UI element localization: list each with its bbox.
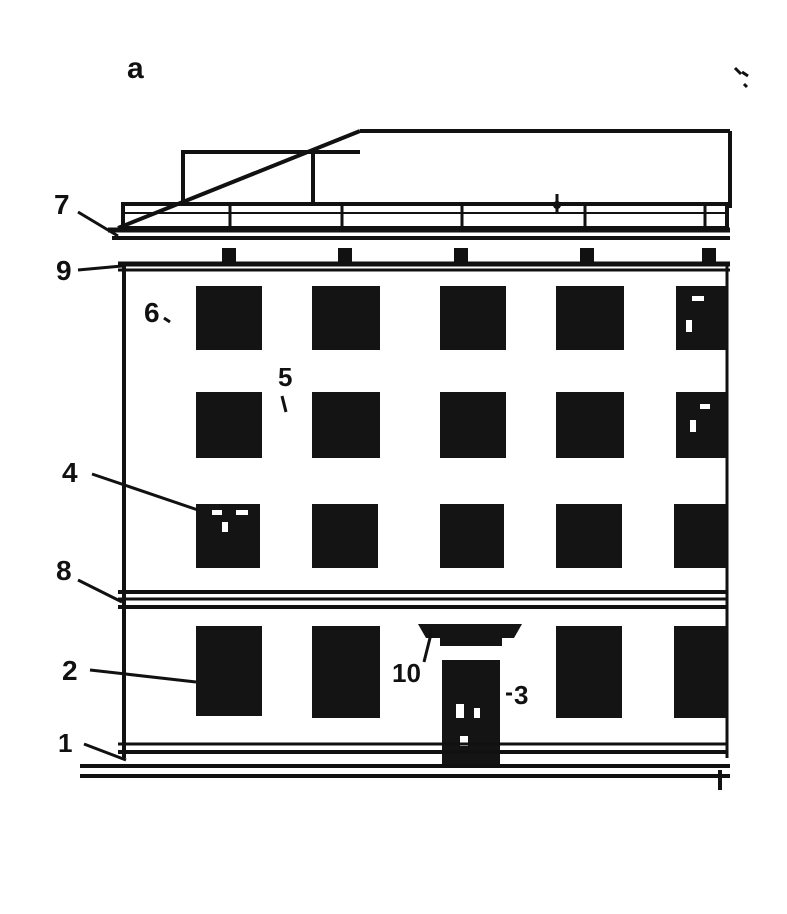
window [312,626,380,718]
window [312,286,380,350]
callout-7: 7 [54,189,70,220]
window [676,392,726,458]
cornice [108,227,730,240]
window [196,504,260,568]
speck-mark [733,66,749,89]
window [440,504,504,568]
upper-windows [196,286,726,568]
callout-9: 9 [56,255,72,286]
parapet-railing [121,194,729,230]
cornice-brackets [222,248,716,262]
callout-3: 3 [514,680,528,710]
window [196,286,262,350]
window [674,504,726,568]
callout-4: 4 [62,457,78,488]
callout-labels: 1 2 3 4 5 6 7 8 9 10 [54,189,528,758]
callout-2: 2 [62,655,78,686]
ground-floor-windows [196,626,726,718]
callout-8: 8 [56,555,72,586]
window [556,286,624,350]
window [312,392,380,458]
callout-6: 6 [144,297,160,328]
callout-5: 5 [278,362,292,392]
window [312,504,378,568]
window [556,504,622,568]
window [440,392,506,458]
frieze-band [118,261,730,272]
window [440,286,506,350]
window [556,626,622,718]
callout-1: 1 [58,728,72,758]
callout-leaders [77,210,512,762]
window [196,626,262,716]
plinth-base [80,742,730,790]
window-frame-details [212,296,710,532]
panel-label: a [127,52,144,85]
entrance-door [418,624,522,764]
window [556,392,624,458]
window [676,286,726,350]
string-course [118,590,727,609]
window [196,392,262,458]
callout-10: 10 [392,658,421,688]
window [674,626,726,718]
